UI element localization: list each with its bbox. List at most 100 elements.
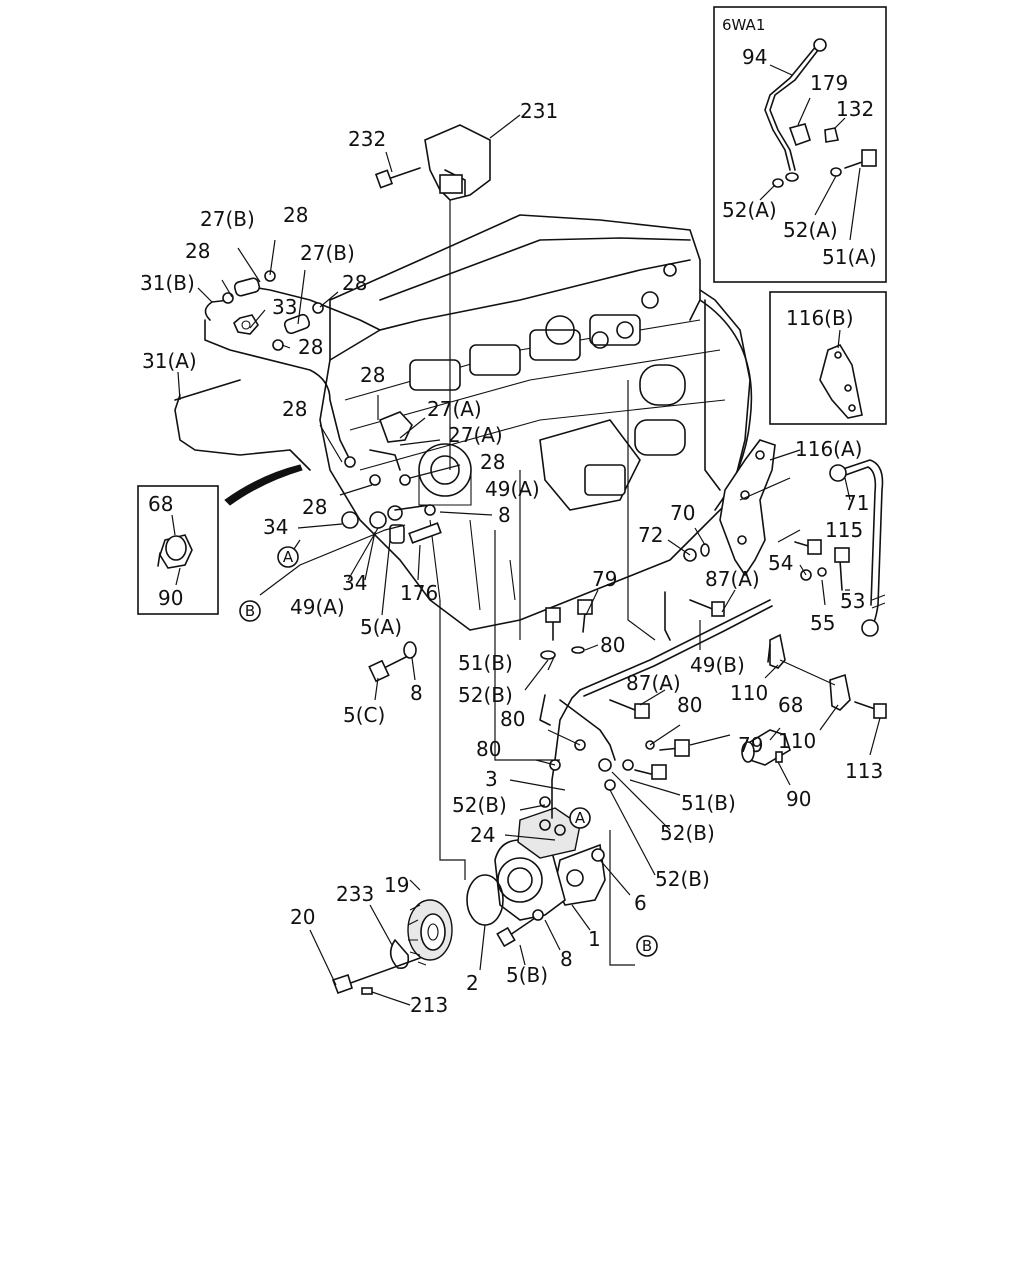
inset-68: 68 90: [137, 485, 219, 615]
label-34: 34: [263, 515, 288, 539]
inset-6wa1: 6WA1 94 179 132 52(A) 52(A) 51(A): [713, 6, 887, 283]
label-8: 8: [410, 681, 423, 705]
label-70: 70: [670, 501, 695, 525]
bolt-232: [374, 167, 421, 189]
label-28: 28: [283, 203, 308, 227]
label-79: 79: [738, 733, 763, 757]
label-52a: 52(A): [783, 218, 838, 242]
label-5b: 5(B): [506, 963, 548, 987]
label-28: 28: [282, 397, 307, 421]
label-80: 80: [476, 737, 501, 761]
callout-a-label: A: [283, 548, 294, 566]
label-27a: 27(A): [427, 397, 482, 421]
label-52b: 52(B): [452, 793, 507, 817]
label-232: 232: [348, 127, 386, 151]
label-110: 110: [730, 681, 768, 705]
label-6: 6: [634, 891, 647, 915]
label-51b: 51(B): [458, 651, 513, 675]
label-68: 68: [148, 492, 173, 516]
label-90: 90: [786, 787, 811, 811]
label-132: 132: [836, 97, 874, 121]
direction-arrow: [224, 464, 303, 506]
label-80: 80: [677, 693, 702, 717]
label-49a: 49(A): [290, 595, 345, 619]
fuel-pump-assembly: [309, 589, 773, 1006]
label-213: 213: [410, 993, 448, 1017]
label-116b: 116(B): [786, 306, 854, 330]
label-94: 94: [742, 45, 767, 69]
label-176: 176: [400, 581, 438, 605]
callout-b-label: B: [245, 602, 255, 620]
label-19: 19: [384, 873, 409, 897]
label-52a: 52(A): [722, 198, 777, 222]
label-116a: 116(A): [795, 437, 862, 461]
label-68: 68: [778, 693, 803, 717]
label-71: 71: [844, 491, 869, 515]
callout-a-left: A: [277, 546, 299, 568]
label-55: 55: [810, 611, 835, 635]
label-28: 28: [342, 271, 367, 295]
label-51b: 51(B): [681, 791, 736, 815]
label-2: 2: [466, 971, 479, 995]
label-53: 53: [840, 589, 865, 613]
label-28: 28: [302, 495, 327, 519]
part-labels: 231 232 27(B) 28 28 27(B) 28 31(B) 33 28…: [140, 99, 883, 1017]
label-27b: 27(B): [200, 207, 255, 231]
bracket-231: [424, 124, 491, 201]
label-80: 80: [500, 707, 525, 731]
label-54: 54: [768, 551, 793, 575]
label-28: 28: [298, 335, 323, 359]
label-27a: 27(A): [448, 423, 503, 447]
label-80: 80: [600, 633, 625, 657]
label-110: 110: [778, 729, 816, 753]
label-52b: 52(B): [458, 683, 513, 707]
label-72: 72: [638, 523, 663, 547]
fuel-lines-left: [174, 239, 461, 496]
label-52b: 52(B): [660, 821, 715, 845]
label-5a: 5(A): [360, 615, 402, 639]
engine-block: [319, 214, 753, 631]
banjo-fittings: [259, 504, 493, 616]
label-34: 34: [342, 571, 367, 595]
bolts-right: [667, 477, 850, 606]
callout-b-label: B: [642, 937, 652, 955]
label-49a: 49(A): [485, 477, 540, 501]
routing-lines: [439, 380, 656, 966]
label-231: 231: [520, 99, 558, 123]
label-113: 113: [845, 759, 883, 783]
label-20: 20: [290, 905, 315, 929]
fuel-line-71: [829, 459, 886, 637]
callout-b-left: B: [239, 600, 261, 622]
gear-19: [407, 899, 453, 966]
label-28: 28: [480, 450, 505, 474]
label-233: 233: [336, 882, 374, 906]
label-27b: 27(B): [300, 241, 355, 265]
inset-116b: 116(B): [769, 291, 887, 425]
label-28: 28: [360, 363, 385, 387]
label-28: 28: [185, 239, 210, 263]
inset-title: 6WA1: [722, 16, 765, 34]
label-31b: 31(B): [140, 271, 195, 295]
label-5c: 5(C): [343, 703, 385, 727]
label-90: 90: [158, 586, 183, 610]
label-24: 24: [470, 823, 495, 847]
label-1: 1: [588, 927, 601, 951]
label-51a: 51(A): [822, 245, 877, 269]
label-31a: 31(A): [142, 349, 197, 373]
label-8: 8: [560, 947, 573, 971]
label-87a: 87(A): [626, 671, 681, 695]
label-3: 3: [485, 767, 498, 791]
label-52b: 52(B): [655, 867, 710, 891]
bolt-5c: [368, 641, 417, 701]
label-33: 33: [272, 295, 297, 319]
callout-a-pump: A: [569, 807, 591, 829]
callout-b-pump: B: [636, 935, 658, 957]
label-49b: 49(B): [690, 653, 745, 677]
label-87a: 87(A): [705, 567, 760, 591]
clip-assembly-right: [741, 633, 887, 786]
bracket-116a: [704, 299, 801, 577]
label-8: 8: [498, 503, 511, 527]
label-79: 79: [592, 567, 617, 591]
label-115: 115: [825, 518, 863, 542]
